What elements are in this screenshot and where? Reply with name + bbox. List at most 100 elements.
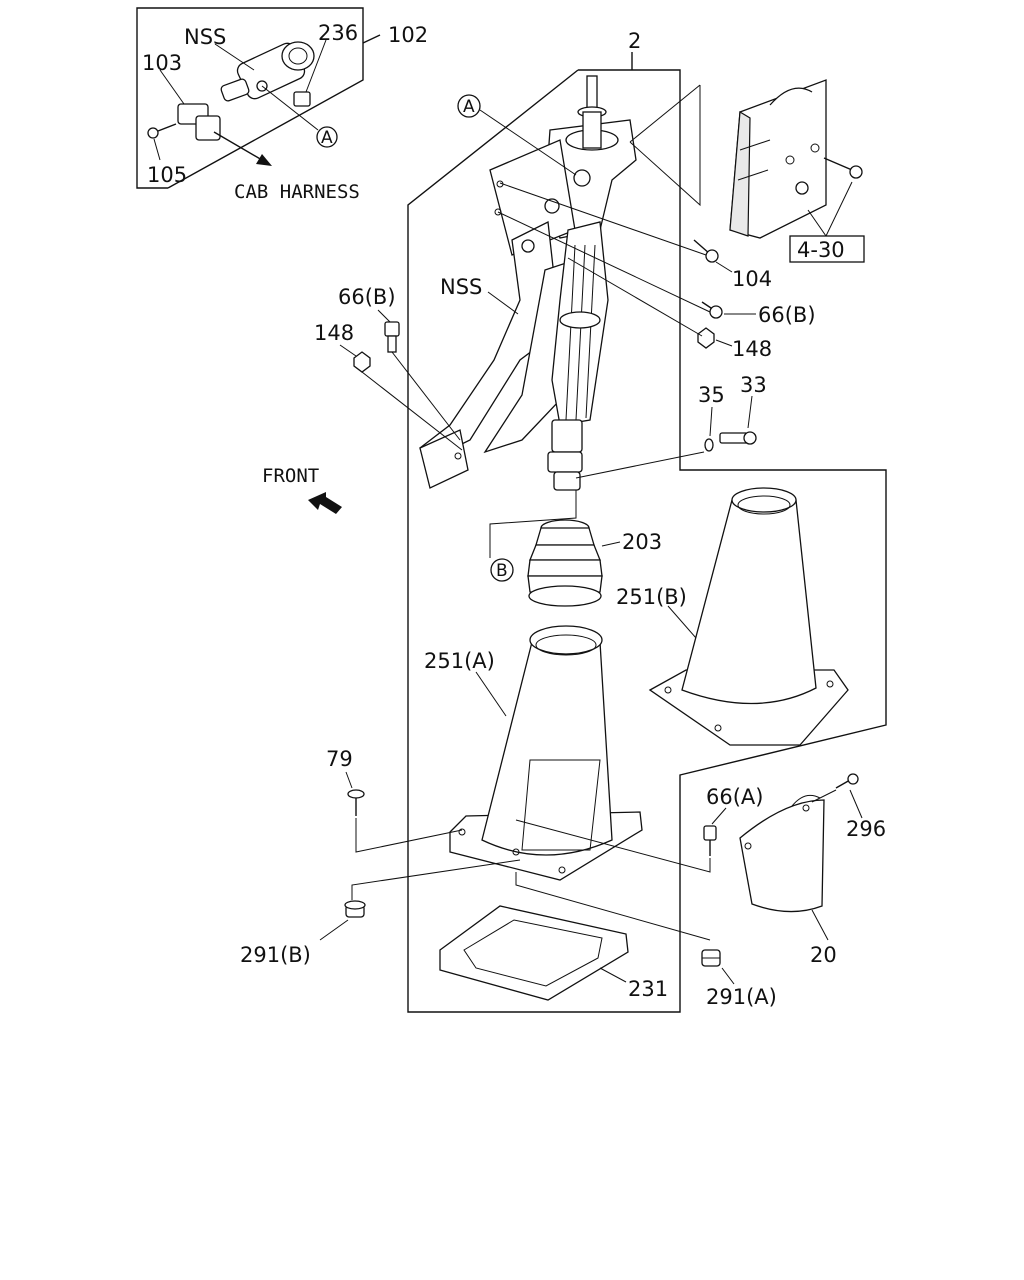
front-arrow-icon: [308, 492, 342, 514]
bolt-104: [693, 239, 719, 263]
link-ref-b: [489, 490, 577, 558]
callout-296: 296: [846, 817, 886, 841]
leader-148-left: [339, 344, 357, 357]
label-nss-main: NSS: [440, 275, 482, 299]
shift-lever-assembly: [419, 75, 637, 491]
leader-nss-main: [487, 291, 519, 315]
leader-104-line: [499, 182, 707, 256]
ref-a-inset: A: [321, 128, 333, 148]
ref-circle-a-main: [457, 94, 481, 118]
inset-frame: [136, 7, 364, 189]
leader-104: [715, 261, 733, 273]
clip-291a: [701, 949, 721, 967]
callout-2: 2: [628, 29, 641, 53]
label-front: FRONT: [262, 465, 319, 487]
leader-66a: [711, 807, 727, 825]
boot-251b: [648, 487, 849, 746]
leader-236: [305, 39, 327, 93]
callout-35: 35: [698, 383, 725, 407]
nut-148-right: [697, 327, 715, 349]
gasket-231: [439, 905, 629, 1001]
callout-105: 105: [147, 163, 187, 187]
leader-66b-left: [377, 309, 391, 323]
leader-33: [747, 395, 753, 429]
link-291a: [515, 872, 711, 941]
bolt-66b-right: [701, 301, 723, 319]
leader-291a: [721, 967, 735, 985]
leader-231: [599, 967, 627, 983]
ref-4-30: 4-30: [797, 238, 845, 262]
label-nss-inset: NSS: [184, 25, 226, 49]
bolt-33: [719, 431, 757, 445]
callout-104: 104: [732, 267, 772, 291]
leader-79: [345, 771, 353, 789]
callout-236: 236: [318, 21, 358, 45]
leader-103: [159, 69, 185, 105]
leader-203: [601, 541, 621, 547]
cover-bolt: [823, 157, 863, 179]
callout-291b: 291(B): [240, 943, 311, 967]
screw-79: [347, 789, 365, 816]
assembly-frame: [407, 69, 887, 1013]
callout-231: 231: [628, 977, 668, 1001]
screw-296: [835, 773, 859, 789]
leader-251b: [667, 605, 697, 639]
link-291b: [351, 859, 521, 900]
ref-b: B: [496, 561, 508, 581]
leader-251a: [475, 671, 507, 717]
protector-20: [739, 794, 825, 913]
link-66b-right: [497, 211, 711, 313]
callout-66a: 66(A): [706, 785, 763, 809]
bolt-66b-left: [384, 321, 400, 353]
washer-35: [704, 438, 714, 452]
leader-102: [362, 34, 381, 44]
leader-291b: [319, 919, 349, 941]
inset-connector-detail: NSS 236 102 103 105 A CAB HARNESS: [136, 7, 428, 203]
callout-102: 102: [388, 23, 428, 47]
leader-20: [811, 909, 829, 941]
callout-203: 203: [622, 530, 662, 554]
link-79: [355, 818, 463, 853]
cover-link-line: [629, 85, 701, 207]
boot-203: [527, 519, 603, 607]
leader-ref-a-inset: [261, 85, 319, 131]
ref-a-main: A: [463, 97, 475, 117]
part-105-screw: [147, 123, 177, 139]
link-148-left: [361, 371, 463, 451]
cover-link-line-2: [629, 84, 701, 143]
ref-circle-a-inset: [316, 126, 338, 148]
cab-harness-arrow: [213, 131, 272, 166]
leader-35: [709, 406, 713, 437]
boot-251a: [449, 625, 643, 881]
callout-103: 103: [142, 51, 182, 75]
leader-nss-inset: [214, 43, 255, 71]
leader-ref-a-main: [479, 109, 577, 176]
callout-251a: 251(A): [424, 649, 495, 673]
part-236-clip: [293, 91, 311, 107]
callout-291a: 291(A): [706, 985, 777, 1009]
callout-79: 79: [326, 747, 353, 771]
callout-33: 33: [740, 373, 767, 397]
link-66b-left: [391, 351, 461, 441]
callout-148-left: 148: [314, 321, 354, 345]
link-148-right: [567, 257, 703, 337]
bolt-66a: [703, 825, 717, 856]
part-103-connector: [177, 103, 221, 141]
ref-box-4-30: [789, 235, 865, 263]
callout-66b-right: 66(B): [758, 303, 816, 327]
leader-148-right: [715, 339, 733, 347]
callout-66b-left: 66(B): [338, 285, 396, 309]
callout-251b: 251(B): [616, 585, 687, 609]
link-296: [811, 789, 837, 803]
ref-circle-b: [490, 558, 514, 582]
callout-148-right: 148: [732, 337, 772, 361]
nss-switch-connector: [220, 41, 315, 102]
label-cab-harness: CAB HARNESS: [234, 181, 360, 203]
leader-105: [153, 138, 161, 161]
lever-top-shaft: [586, 75, 598, 111]
leader-296: [849, 789, 863, 819]
link-66a: [515, 819, 711, 873]
callout-20: 20: [810, 943, 837, 967]
cover-panel-4-30: [729, 79, 827, 239]
